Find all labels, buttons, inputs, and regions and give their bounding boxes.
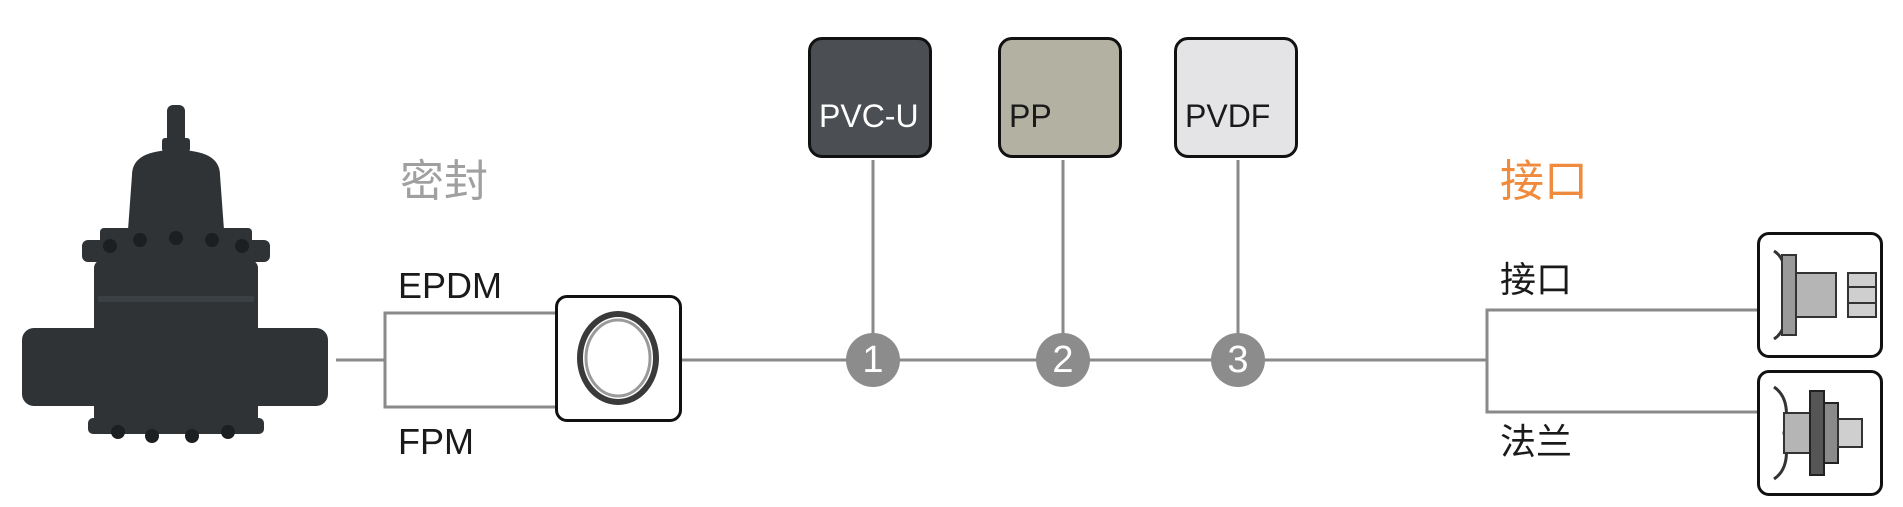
connection-option-joint[interactable]: 接口	[1500, 259, 1573, 300]
material-label-pvdf: PVDF	[1185, 98, 1271, 134]
flange-connector-icon	[1757, 370, 1883, 496]
material-box-pp[interactable]: PP	[998, 37, 1122, 158]
connection-bracket-line	[1485, 308, 1760, 414]
material-node-2: 2	[1036, 333, 1090, 387]
seal-bracket-line	[383, 311, 555, 409]
material-box-pvc-u[interactable]: PVC-U	[808, 37, 932, 158]
material-node-3: 3	[1211, 333, 1265, 387]
material-label-pp: PP	[1009, 98, 1052, 134]
seal-ring-icon	[555, 295, 682, 422]
valve-illustration	[22, 105, 328, 443]
seal-option-epdm[interactable]: EPDM	[398, 265, 503, 306]
seal-option-fpm[interactable]: FPM	[398, 421, 474, 462]
connection-heading: 接口	[1500, 157, 1588, 206]
sealing-heading: 密封	[400, 157, 488, 206]
material-node-1: 1	[846, 333, 900, 387]
connection-option-flange[interactable]: 法兰	[1500, 421, 1573, 462]
joint-connector-icon	[1757, 232, 1883, 358]
material-box-pvdf[interactable]: PVDF	[1174, 37, 1298, 158]
material-label-pvc-u: PVC-U	[819, 98, 919, 134]
